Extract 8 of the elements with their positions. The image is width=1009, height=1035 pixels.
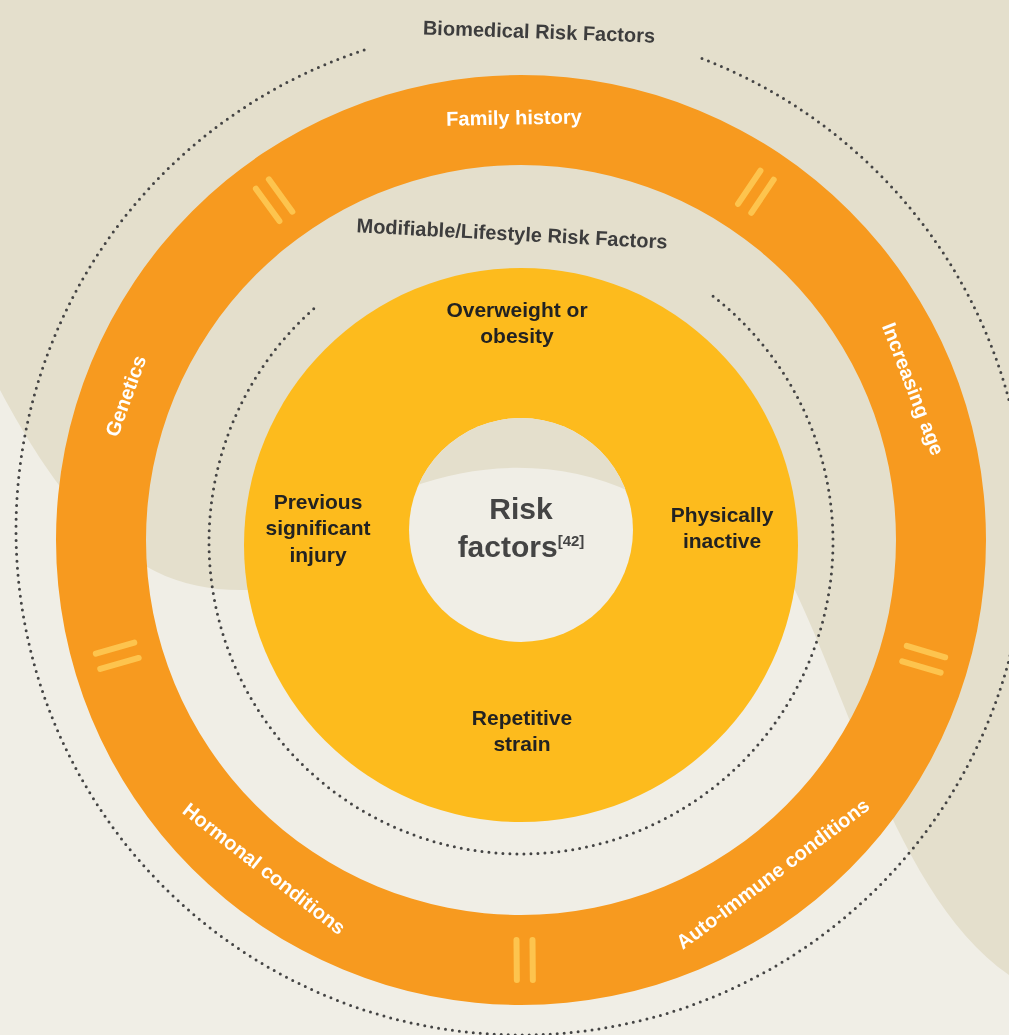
factor-label: Physically inactive <box>669 501 775 554</box>
factor-label: Repetitive strain <box>470 704 574 757</box>
ring-label: Family history <box>445 104 582 132</box>
factor-label: Previous significant injury <box>264 488 372 568</box>
center-title: Risk factors$^{[42]}$ <box>456 490 586 564</box>
ring-heading: Biomedical Risk Factors <box>422 15 656 49</box>
factor-label: Overweight or obesity <box>445 296 589 349</box>
ring-heading: Modifiable/Lifestyle Risk Factors <box>355 213 669 255</box>
